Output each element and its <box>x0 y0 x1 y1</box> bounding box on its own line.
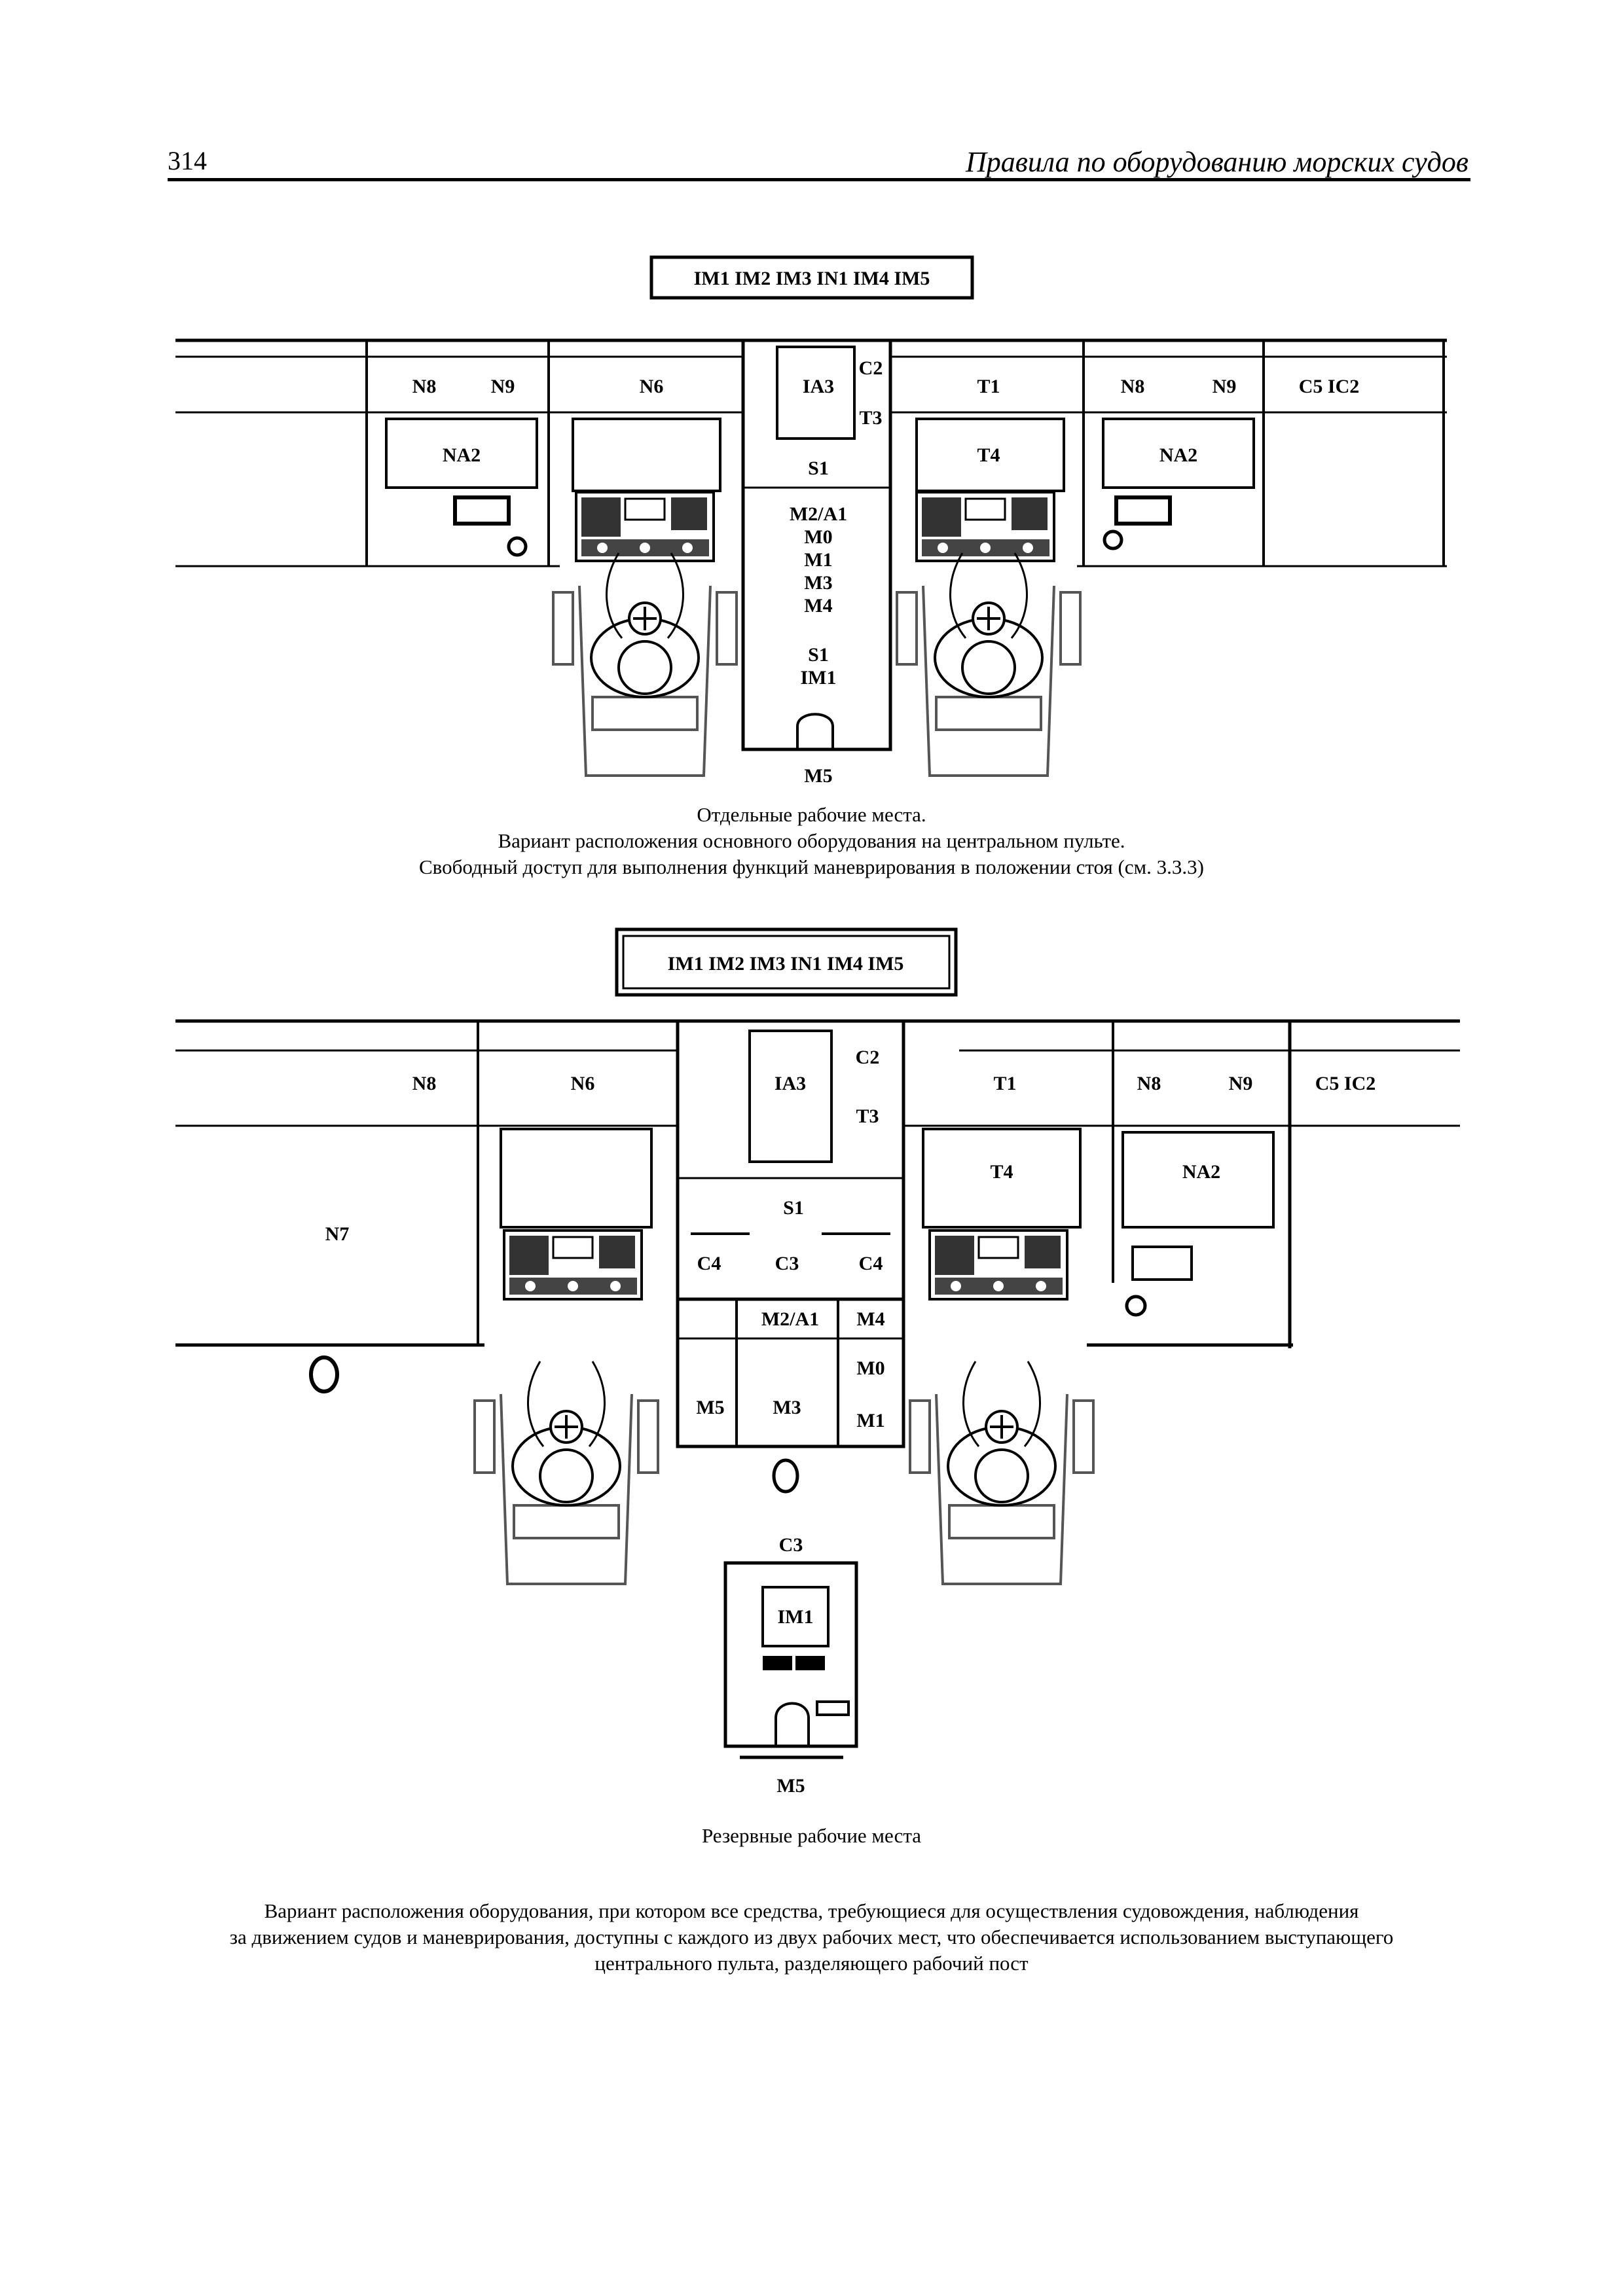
fig2-box <box>615 927 958 997</box>
fig2-label-m3: M3 <box>773 1397 801 1418</box>
fig2-label-m0: M0 <box>856 1357 884 1379</box>
fig1-small-display-right <box>1114 495 1172 526</box>
fig2-label-n8-left: N8 <box>412 1073 437 1094</box>
fig1-label-n8-right: N8 <box>1121 376 1145 397</box>
fig1-label-na2-left: NA2 <box>443 444 481 466</box>
fig1-label-t4: T4 <box>977 444 1000 466</box>
fig2-label-c5-ic2: C5 IC2 <box>1315 1073 1376 1094</box>
fig1-label-m5: M5 <box>804 765 832 787</box>
fig1-label-c2: C2 <box>859 357 883 379</box>
fig2-label-t1: T1 <box>993 1073 1016 1094</box>
fig1-label-m4: M4 <box>804 595 832 617</box>
fig2-im1-box <box>761 1586 830 1647</box>
fig1-label-t1: T1 <box>977 376 1000 397</box>
fig2-label-na2: NA2 <box>1182 1161 1220 1183</box>
figure-2: IM1 IM2 IM3 IN1 IM4 IM5 <box>175 927 1460 1797</box>
fig1-label-n6: N6 <box>640 376 664 397</box>
fig1-label-n8-left: N8 <box>412 376 437 397</box>
fig2-label-n8-right: N8 <box>1137 1073 1161 1094</box>
fig1-label-n9-right: N9 <box>1213 376 1237 397</box>
fig2-label-c3-mid: C3 <box>775 1253 799 1274</box>
fig1-caption-line-3: Свободный доступ для выполнения функций … <box>419 855 1204 878</box>
fig1-small-display-left <box>453 495 511 526</box>
fig2-small-display <box>1131 1246 1193 1281</box>
fig2-label-c4-left: C4 <box>697 1253 721 1274</box>
fig1-label-t3: T3 <box>859 407 882 429</box>
fig1-t4-screen <box>915 418 1065 492</box>
fig1-label-s1-bottom: S1 <box>808 644 829 666</box>
fig2-label-m5-mid: M5 <box>696 1397 724 1418</box>
running-title: Правила по оборудованию морских судов <box>965 146 1468 178</box>
fig1-box-label: IM1 IM2 IM3 IN1 IM4 IM5 <box>694 268 930 289</box>
fig1-label-s1-top: S1 <box>808 457 829 479</box>
fig2-t4-screen <box>922 1128 1082 1229</box>
fig2-n6-screen <box>500 1128 653 1229</box>
fig2-label-n7: N7 <box>325 1223 350 1245</box>
fig1-box <box>649 255 974 300</box>
footer-line-2: за движением судов и маневрирования, дос… <box>229 1926 1394 1948</box>
fig1-na2-left-box <box>385 418 538 489</box>
fig1-caption-line-2: Вариант расположения основного оборудова… <box>498 829 1125 852</box>
figure-2-caption: Резервные рабочие места <box>701 1824 922 1847</box>
fig2-label-c4-right: C4 <box>859 1253 883 1274</box>
fig2-box-label: IM1 IM2 IM3 IN1 IM4 IM5 <box>668 953 904 975</box>
footer-line-1: Вариант расположения оборудования, при к… <box>264 1899 1359 1922</box>
fig1-label-m1: M1 <box>804 549 832 571</box>
fig1-label-m3: M3 <box>804 572 832 594</box>
fig2-label-c2: C2 <box>856 1047 880 1068</box>
fig1-n6-screen <box>572 418 721 492</box>
fig2-na2-box <box>1122 1131 1275 1229</box>
fig2-label-n9-right: N9 <box>1229 1073 1253 1094</box>
fig1-label-m0: M0 <box>804 526 832 548</box>
fig2-label-s1: S1 <box>783 1197 804 1219</box>
page-number: 314 <box>168 146 207 175</box>
fig2-label-t3: T3 <box>856 1105 879 1127</box>
fig1-ia3-box <box>776 346 856 440</box>
fig2-label-m4: M4 <box>856 1308 884 1330</box>
fig2-label-m1: M1 <box>856 1410 884 1431</box>
fig2-label-m2a1: M2/A1 <box>761 1308 819 1330</box>
fig1-label-n9-left: N9 <box>491 376 515 397</box>
fig1-label-im1: IM1 <box>801 667 837 689</box>
fig2-label-ia3: IA3 <box>775 1073 806 1094</box>
fig2-label-t4: T4 <box>990 1161 1013 1183</box>
footer-line-3: центрального пульта, разделяющего рабочи… <box>594 1952 1029 1975</box>
header-rule <box>168 178 1470 181</box>
fig2-label-im1: IM1 <box>778 1606 814 1628</box>
fig1-label-na2-right: NA2 <box>1159 444 1197 466</box>
fig2-ia3-box <box>748 1030 833 1163</box>
fig1-label-ia3: IA3 <box>803 376 834 397</box>
fig1-label-m2a1: M2/A1 <box>790 503 847 525</box>
fig1-label-c5-ic2: C5 IC2 <box>1299 376 1360 397</box>
fig2-label-n6: N6 <box>571 1073 595 1094</box>
fig1-caption-line-1: Отдельные рабочие места. <box>697 803 926 826</box>
figure-1: IM1 IM2 IM3 IN1 IM4 IM5 <box>175 255 1447 787</box>
fig2-label-m5-bottom: M5 <box>776 1775 805 1797</box>
fig1-na2-right-box <box>1102 418 1255 489</box>
fig2-label-c3-lower: C3 <box>779 1534 803 1556</box>
